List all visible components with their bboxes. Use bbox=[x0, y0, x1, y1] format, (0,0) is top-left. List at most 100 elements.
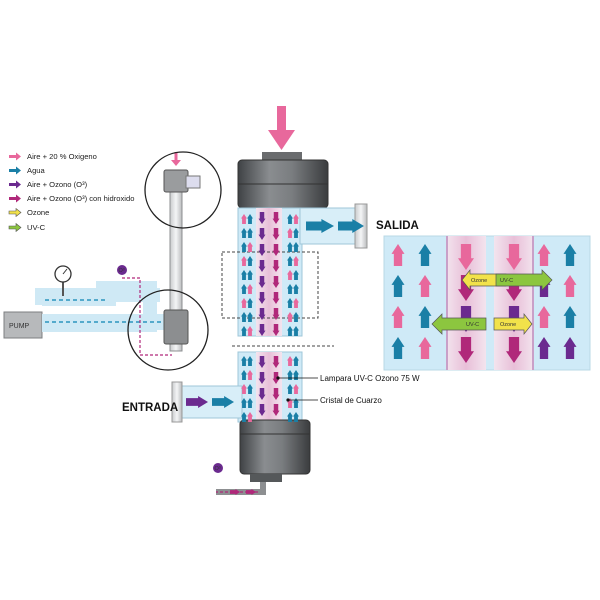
water-flow-arrow-icon bbox=[241, 412, 247, 422]
ozone-injection-line bbox=[122, 277, 172, 356]
quartz-label: Cristal de Cuarzo bbox=[320, 396, 382, 405]
water-flow-arrow-icon bbox=[293, 298, 299, 308]
water-flow-arrow-icon bbox=[241, 214, 247, 224]
o3-badge-icon bbox=[117, 265, 127, 275]
ozone-flow-arrow-icon bbox=[258, 324, 266, 336]
legend-label: Aire + Ozono (O³) con hidroxido bbox=[27, 194, 135, 204]
green-outline-arrow-icon bbox=[8, 222, 22, 232]
water-flow-arrow-icon bbox=[247, 284, 253, 294]
detail-flow-arrow-icon bbox=[391, 244, 405, 266]
legend-item: Aire + 20 % Oxigeno bbox=[8, 149, 158, 163]
svg-text:O³: O³ bbox=[119, 268, 125, 274]
water-flow-arrow-icon bbox=[287, 312, 293, 322]
water-flow-arrow-icon bbox=[293, 256, 299, 266]
ozone-flow-arrow-icon bbox=[272, 212, 280, 224]
detail-flow-arrow-icon bbox=[458, 244, 474, 270]
ozone-outlet-arrow-icon bbox=[246, 489, 256, 495]
svg-text:Ozone: Ozone bbox=[471, 278, 487, 284]
detail-flow-arrow-icon bbox=[563, 244, 577, 266]
legend-label: Agua bbox=[27, 165, 45, 175]
water-flow-arrow-icon bbox=[247, 384, 253, 394]
legend-item: Aire + Ozono (O³) bbox=[8, 177, 158, 191]
legend-label: Aire + Ozono (O³) bbox=[27, 179, 88, 189]
ozone-flow-arrow-icon bbox=[272, 244, 280, 256]
water-flow-arrow-icon bbox=[241, 284, 247, 294]
ozone-flow-arrow-icon bbox=[258, 276, 266, 288]
blue-arrow-icon bbox=[9, 166, 21, 175]
bottom-cap bbox=[239, 419, 311, 475]
detail-flow-arrow-icon bbox=[391, 337, 405, 359]
inlet-flow-arrow-icon bbox=[212, 396, 234, 408]
inlet-flow-arrow-icon bbox=[186, 396, 208, 408]
legend-label: Aire + 20 % Oxigeno bbox=[27, 151, 97, 161]
svg-text:O³: O³ bbox=[215, 466, 221, 472]
legend-item: Ozone bbox=[8, 206, 158, 220]
water-flow-arrow-icon bbox=[241, 370, 247, 380]
detail-flow-arrow-icon bbox=[537, 244, 551, 266]
water-flow-arrow-icon bbox=[293, 228, 299, 238]
water-flow-arrow-icon bbox=[293, 398, 299, 408]
zoom-circle-top bbox=[144, 151, 222, 229]
entrada-label: ENTRADA bbox=[122, 402, 178, 414]
water-flow-arrow-icon bbox=[247, 270, 253, 280]
water-flow-arrow-icon bbox=[247, 228, 253, 238]
pump-label: PUMP bbox=[9, 323, 30, 330]
ozone-flow-arrow-icon bbox=[258, 228, 266, 240]
water-flow-arrow-icon bbox=[293, 370, 299, 380]
water-flow-arrow-icon bbox=[247, 312, 253, 322]
ozone-flow-arrow-icon bbox=[258, 356, 266, 368]
water-flow-arrow-icon bbox=[241, 398, 247, 408]
legend-item: UV-C bbox=[8, 220, 158, 234]
ozone-flow-arrow-icon bbox=[272, 404, 280, 416]
detail-flow-arrow-icon bbox=[391, 275, 405, 297]
detail-flow-arrow-icon bbox=[506, 337, 522, 363]
zoom-circle-bottom bbox=[127, 289, 209, 371]
detail-flow-arrow-icon bbox=[391, 306, 405, 328]
water-flow-arrow-icon bbox=[241, 242, 247, 252]
legend-label: Ozone bbox=[27, 208, 50, 218]
water-flow-arrow-icon bbox=[241, 298, 247, 308]
detail-flow-arrow-icon bbox=[563, 306, 577, 328]
water-flow-arrow-icon bbox=[247, 370, 253, 380]
legend-label: UV-C bbox=[27, 222, 46, 232]
water-flow-arrow-icon bbox=[287, 270, 293, 280]
detail-uvc-arrow-1 bbox=[495, 269, 553, 291]
detail-flow-arrow-icon bbox=[563, 337, 577, 359]
water-flow-arrow-icon bbox=[247, 412, 253, 422]
ozone-outlet-arrow-icon bbox=[230, 489, 240, 495]
water-flow-arrow-icon bbox=[287, 326, 293, 336]
outlet-flow-arrow-icon bbox=[306, 219, 334, 233]
pool-circuit: PUMP O³ bbox=[3, 151, 222, 371]
water-flow-arrow-icon bbox=[293, 312, 299, 322]
svg-text:UV-C: UV-C bbox=[500, 278, 513, 284]
ozone-flow-arrow-icon bbox=[258, 308, 266, 320]
ozone-flow-arrow-icon bbox=[258, 372, 266, 384]
ozone-flow-arrow-icon bbox=[258, 244, 266, 256]
water-flow-arrow-icon bbox=[241, 312, 247, 322]
ozone-flow-arrow-icon bbox=[272, 356, 280, 368]
ozone-flow-arrow-icon bbox=[272, 228, 280, 240]
water-flow-arrow-icon bbox=[247, 214, 253, 224]
water-flow-arrow-icon bbox=[287, 214, 293, 224]
legend-item: Aire + Ozono (O³) con hidroxido bbox=[8, 192, 158, 206]
water-flow-arrow-icon bbox=[241, 228, 247, 238]
water-flow-arrow-icon bbox=[241, 326, 247, 336]
water-flow-arrow-icon bbox=[293, 270, 299, 280]
salida-label: SALIDA bbox=[376, 220, 419, 232]
water-flow-arrow-icon bbox=[241, 384, 247, 394]
ozone-flow-arrow-icon bbox=[272, 260, 280, 272]
legend-item: Agua bbox=[8, 163, 158, 177]
detail-flow-arrow-icon bbox=[506, 244, 522, 270]
ozone-flow-arrow-icon bbox=[258, 260, 266, 272]
water-flow-arrow-icon bbox=[287, 370, 293, 380]
detail-flow-arrow-icon bbox=[418, 306, 432, 328]
ozone-flow-arrow-icon bbox=[272, 308, 280, 320]
water-flow-arrow-icon bbox=[287, 298, 293, 308]
pink-arrow-icon bbox=[9, 152, 21, 161]
water-flow-arrow-icon bbox=[287, 242, 293, 252]
detail-flow-arrow-icon bbox=[563, 275, 577, 297]
ozone-flow-arrow-icon bbox=[272, 372, 280, 384]
water-flow-arrow-icon bbox=[293, 412, 299, 422]
